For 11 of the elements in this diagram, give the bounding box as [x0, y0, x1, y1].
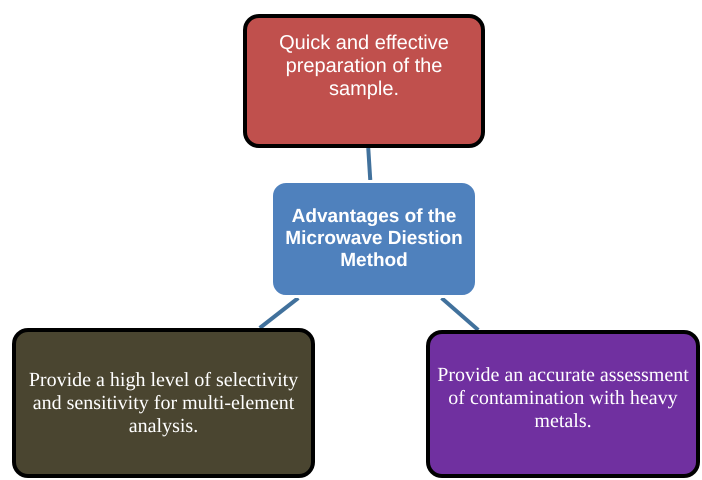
box-text: Provide a high level of selectivity and sensitivity for multi-element analysis.	[28, 368, 299, 438]
connector-line	[366, 148, 372, 180]
connector-line	[440, 296, 480, 332]
rounded-box	[426, 330, 700, 478]
rounded-box	[270, 180, 478, 298]
box-text: Provide an accurate assessment of contamination with heavy metals.	[436, 364, 690, 432]
connector-line	[258, 296, 300, 330]
box-text: Quick and effective preparation of the sample.	[278, 32, 450, 100]
box-text: Advantages of the Microwave Diestion Method	[285, 206, 463, 272]
rounded-box	[243, 14, 485, 148]
rounded-box	[12, 328, 315, 478]
